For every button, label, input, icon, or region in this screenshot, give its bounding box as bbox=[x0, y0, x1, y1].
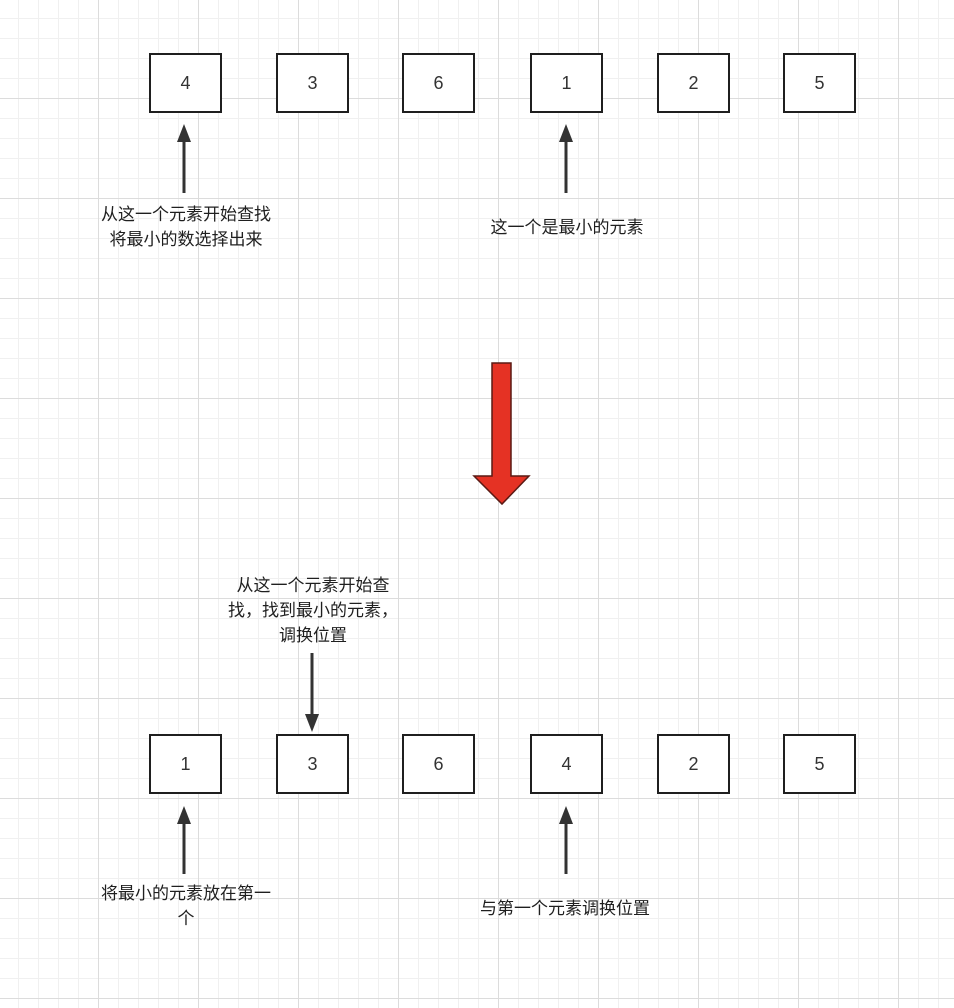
caption-top-start: 从这一个元素开始查找 将最小的数选择出来 bbox=[101, 205, 271, 250]
caption-bottom-search: 从这一个元素开始查 找，找到最小的元素， 调换位置 bbox=[228, 576, 398, 646]
bottom-array-cell: 4 bbox=[530, 734, 603, 794]
top-array-cell: 4 bbox=[149, 53, 222, 113]
caption-bottom-first: 将最小的元素放在第一 个 bbox=[101, 884, 271, 929]
arrow-bottom-first bbox=[177, 806, 191, 874]
top-array-cell: 5 bbox=[783, 53, 856, 113]
top-array-cell: 1 bbox=[530, 53, 603, 113]
arrow-bottom-swap bbox=[559, 806, 573, 874]
caption-top-min: 这一个是最小的元素 bbox=[490, 218, 644, 238]
bottom-array-cell: 1 bbox=[149, 734, 222, 794]
bottom-array-cell: 5 bbox=[783, 734, 856, 794]
bottom-array-cell: 3 bbox=[276, 734, 349, 794]
top-array-cell: 2 bbox=[657, 53, 730, 113]
arrow-bottom-search bbox=[305, 653, 319, 732]
caption-bottom-swap: 与第一个元素调换位置 bbox=[480, 899, 650, 919]
bottom-array-row: 1 3 6 4 2 5 bbox=[0, 734, 954, 794]
bottom-array-cell: 6 bbox=[402, 734, 475, 794]
bottom-array-cell: 2 bbox=[657, 734, 730, 794]
top-array-row: 4 3 6 1 2 5 bbox=[0, 53, 954, 113]
arrow-top-start bbox=[177, 124, 191, 193]
big-down-arrow bbox=[472, 362, 531, 506]
top-array-cell: 6 bbox=[402, 53, 475, 113]
top-array-cell: 3 bbox=[276, 53, 349, 113]
arrow-top-min bbox=[559, 124, 573, 193]
